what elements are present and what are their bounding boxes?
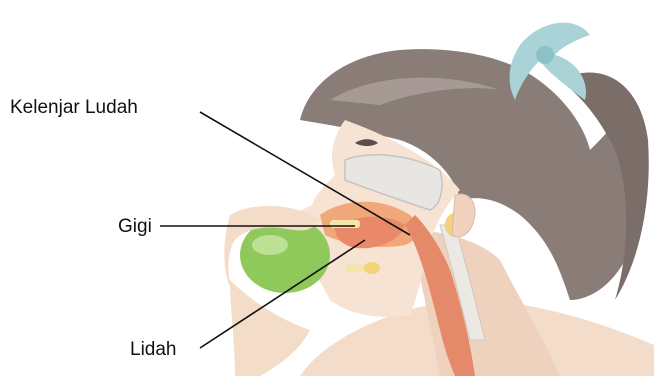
label-salivary-gland: Kelenjar Ludah — [10, 97, 138, 119]
ear-shape — [452, 194, 475, 237]
label-teeth: Gigi — [118, 216, 152, 238]
ribbon-knot — [536, 46, 554, 64]
label-tongue: Lidah — [130, 339, 177, 361]
arm-shape — [230, 280, 310, 376]
apple-highlight — [252, 235, 288, 255]
sublingual-gland — [364, 262, 380, 274]
